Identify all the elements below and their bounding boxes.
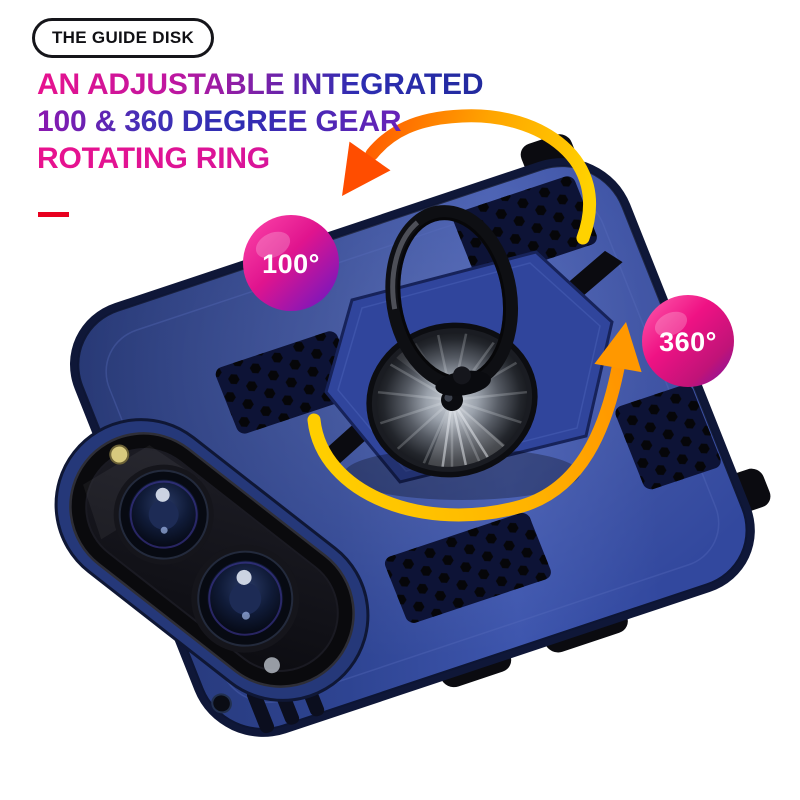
heading-line-1: AN ADJUSTABLE INTEGRATED	[37, 68, 484, 101]
flash-icon	[109, 444, 130, 465]
camera-lens-1	[113, 464, 214, 565]
accent-dash	[38, 212, 69, 217]
sensor-dot	[263, 657, 280, 674]
camera-module	[54, 418, 370, 702]
grip-texture-bottom	[384, 512, 551, 623]
grip-texture-left	[215, 331, 359, 434]
heading-line-2: 100 & 360 DEGREE GEAR	[37, 105, 402, 138]
base-rotation-label: 360°	[659, 327, 717, 357]
rotation-arrow-top-icon	[342, 109, 596, 245]
kickstand-ring	[385, 205, 519, 396]
camera-lens-2	[191, 544, 300, 653]
grip-texture-right	[615, 384, 721, 490]
page-title: AN ADJUSTABLE INTEGRATED 100 & 360 DEGRE…	[37, 66, 484, 177]
base-rotation-badge: 360°	[642, 295, 734, 387]
rear-mic-hole	[211, 693, 232, 714]
ring-rotation-label: 100°	[262, 249, 320, 279]
ring-rotation-badge: 100°	[243, 215, 339, 311]
guide-disk-badge: THE GUIDE DISK	[32, 18, 215, 58]
rotation-arrow-ring-icon	[307, 322, 642, 522]
grip-texture-top	[453, 176, 597, 281]
heading-line-3: ROTATING RING	[37, 142, 270, 175]
